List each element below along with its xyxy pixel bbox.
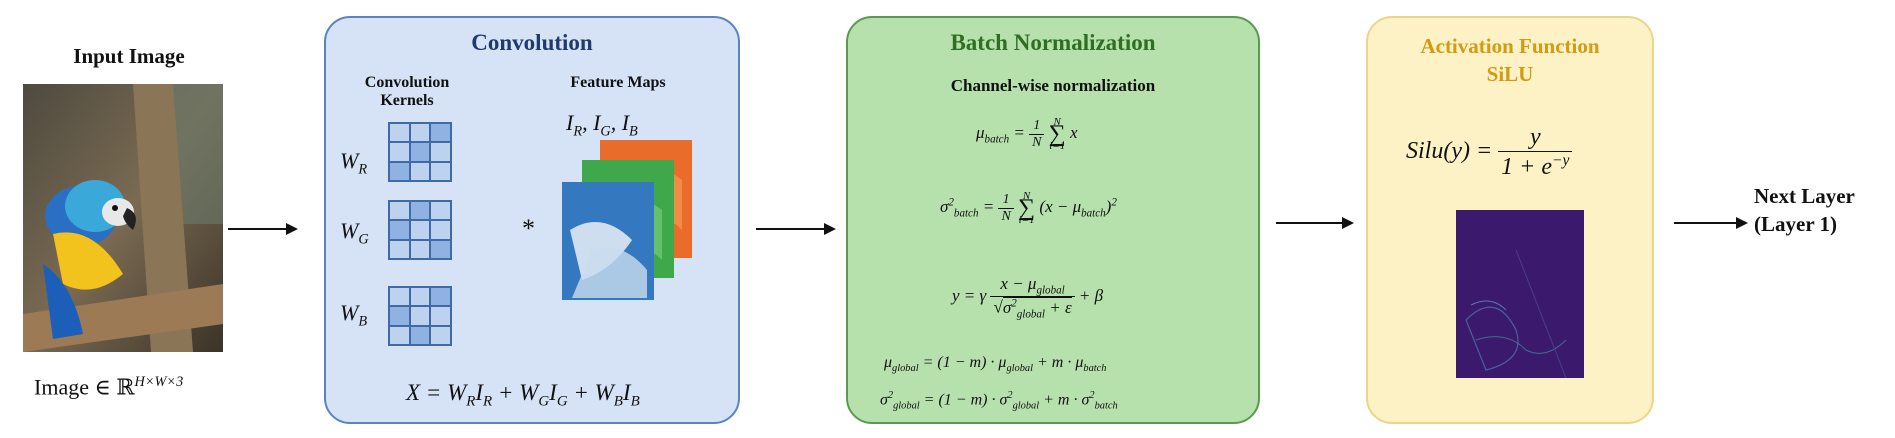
kernel-label-wr: WR <box>340 148 368 178</box>
eq-y-normalized: y = γ x − μglobal√σ2global + ε + β <box>952 274 1104 321</box>
eq-sigma-global: σ2global = (1 − m) · σ2global + m · σ2ba… <box>880 390 1118 412</box>
arrow-head-3 <box>1342 217 1354 229</box>
kernel-grid-r <box>388 122 452 182</box>
caption-text: Image ∈ ℝ <box>34 374 135 400</box>
arrow-act-to-next <box>1674 222 1738 224</box>
arrow-conv-to-bn <box>756 228 826 230</box>
arrow-head-1 <box>286 223 298 235</box>
arrow-bn-to-act <box>1276 222 1344 224</box>
silu-output-feature-map <box>1456 210 1584 378</box>
feature-map-stack <box>562 140 692 300</box>
caption-exponent: H×W×3 <box>134 374 184 390</box>
arrow-input-to-conv <box>228 228 288 230</box>
batch-normalization-title: Batch Normalization <box>950 30 1156 55</box>
convolution-panel: Convolution Convolution Kernels Feature … <box>324 16 740 424</box>
input-image-title: Input Image <box>73 44 185 68</box>
activation-title-line1: Activation Function <box>1420 34 1600 58</box>
kernel-label-wg: WG <box>340 218 369 248</box>
activation-title: Activation Function SiLU <box>1368 32 1652 88</box>
feature-maps-label: Feature Maps <box>570 74 666 91</box>
next-layer-label: Next Layer (Layer 1) <box>1754 182 1855 238</box>
convolution-operator: * <box>522 214 535 243</box>
kernel-label-wb: WB <box>340 300 368 330</box>
kernels-label-line2: Kernels <box>380 92 434 109</box>
parrot-photo-illustration <box>23 84 223 352</box>
kernel-grid-g <box>388 200 452 260</box>
parrot-image <box>23 84 223 352</box>
convolution-title: Convolution <box>471 30 593 55</box>
input-image-caption: Image ∈ ℝH×W×3 <box>34 374 234 400</box>
next-layer-line2: (Layer 1) <box>1754 212 1838 236</box>
eq-mu-global: μglobal = (1 − m) · μglobal + m · μbatch <box>884 354 1107 375</box>
batch-normalization-panel: Batch Normalization Channel-wise normali… <box>846 16 1260 424</box>
kernel-grid-b <box>388 286 452 346</box>
convolution-kernels-label: Convolution Kernels <box>348 74 466 110</box>
next-layer-line1: Next Layer <box>1754 184 1855 208</box>
kernels-label-line1: Convolution <box>364 74 450 91</box>
batch-normalization-subtitle: Channel-wise normalization <box>950 76 1156 95</box>
feature-maps-symbols: IR, IG, IB <box>566 110 638 140</box>
convolution-formula: X = WRIR + WGIG + WBIB <box>406 380 640 410</box>
activation-title-line2: SiLU <box>1486 62 1534 86</box>
arrow-head-4 <box>1736 217 1748 229</box>
arrow-head-2 <box>824 223 836 235</box>
